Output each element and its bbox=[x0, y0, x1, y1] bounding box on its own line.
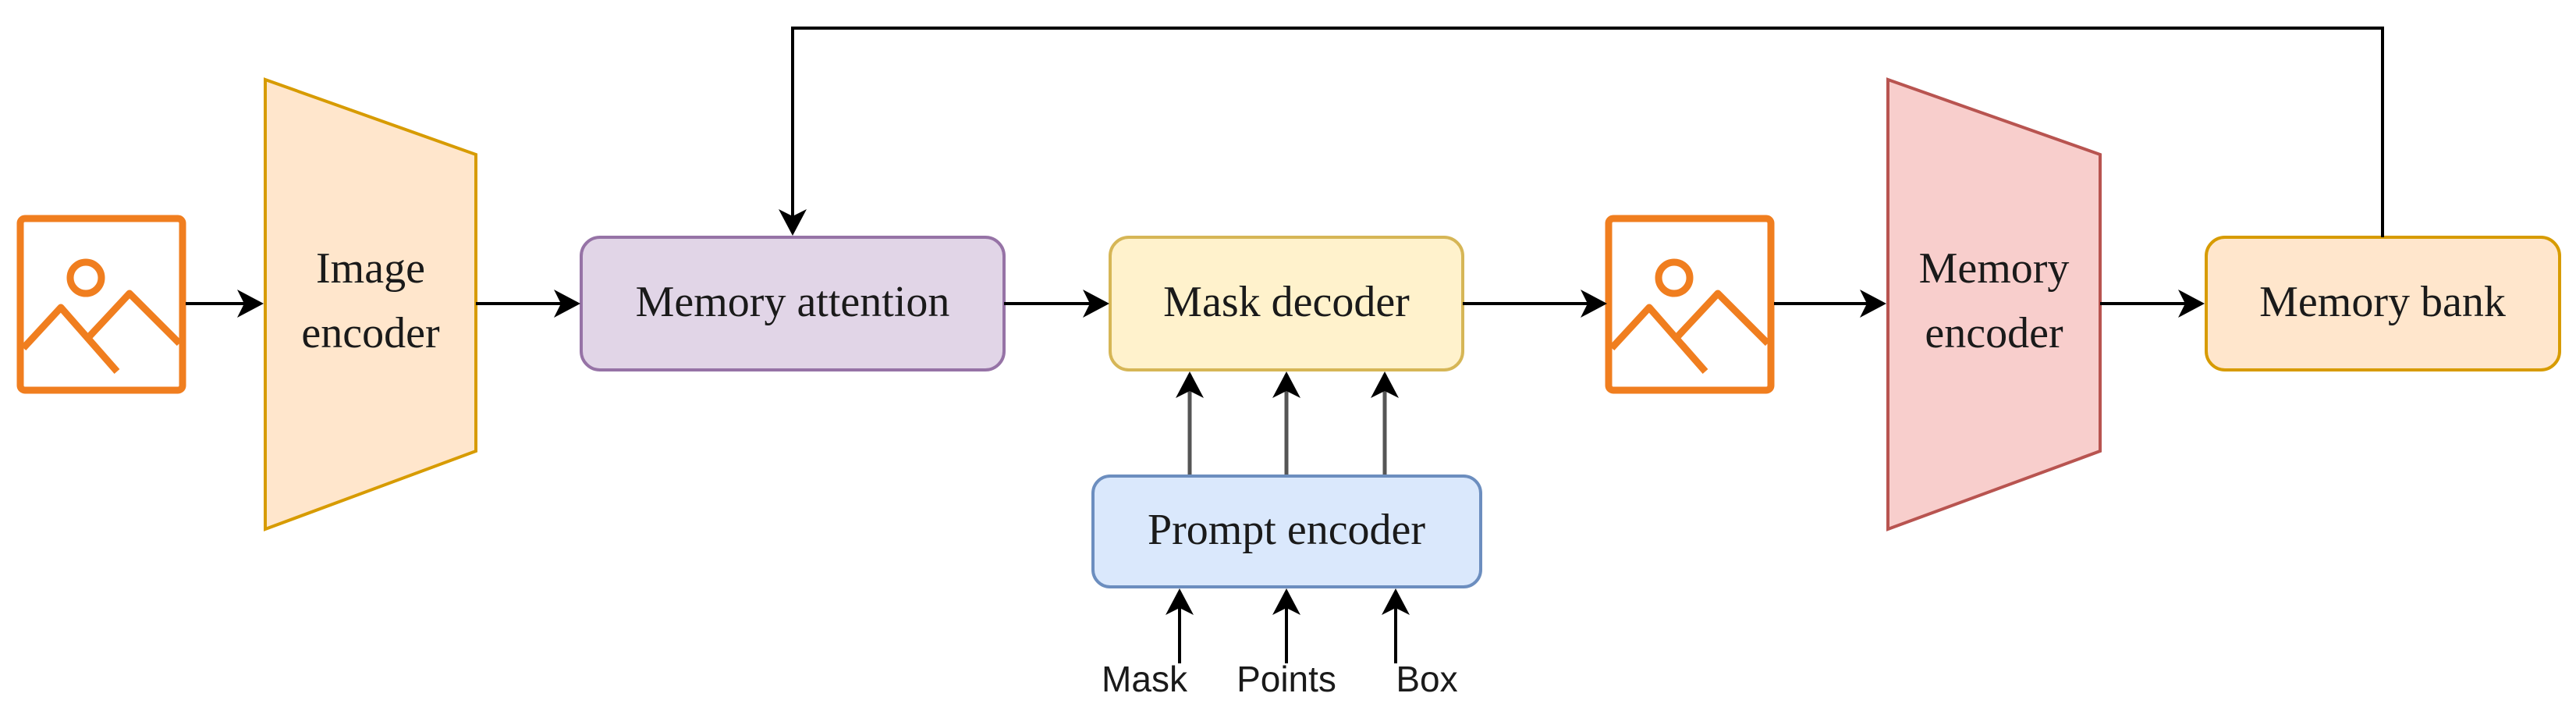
memory-encoder-label-2: encoder bbox=[1925, 309, 2063, 357]
mask-decoder-block: Mask decoder bbox=[1109, 236, 1464, 371]
image-encoder: Image encoder bbox=[264, 77, 477, 531]
memory-bank-block: Memory bank bbox=[2205, 236, 2561, 371]
input-image-icon bbox=[16, 215, 186, 394]
prompt-encoder-block: Prompt encoder bbox=[1091, 475, 1482, 588]
memory-attention-block: Memory attention bbox=[580, 236, 1006, 371]
input-box-label: Box bbox=[1396, 659, 1457, 699]
memory-bank-label: Memory bank bbox=[2259, 278, 2506, 326]
prompt-encoder-label: Prompt encoder bbox=[1148, 506, 1425, 554]
input-points-label: Points bbox=[1237, 659, 1336, 699]
image-encoder-label-2: encoder bbox=[301, 309, 440, 357]
mask-decoder-label: Mask decoder bbox=[1163, 278, 1410, 326]
memory-encoder: Memory encoder bbox=[1886, 77, 2102, 531]
memory-attention-label: Memory attention bbox=[636, 278, 950, 326]
output-image-icon bbox=[1605, 215, 1775, 394]
image-encoder-label-1: Image bbox=[316, 244, 425, 293]
input-mask-label: Mask bbox=[1102, 659, 1188, 699]
arrow-bank-to-attention-feedback bbox=[779, 27, 2384, 237]
memory-encoder-label-1: Memory bbox=[1919, 244, 2070, 293]
